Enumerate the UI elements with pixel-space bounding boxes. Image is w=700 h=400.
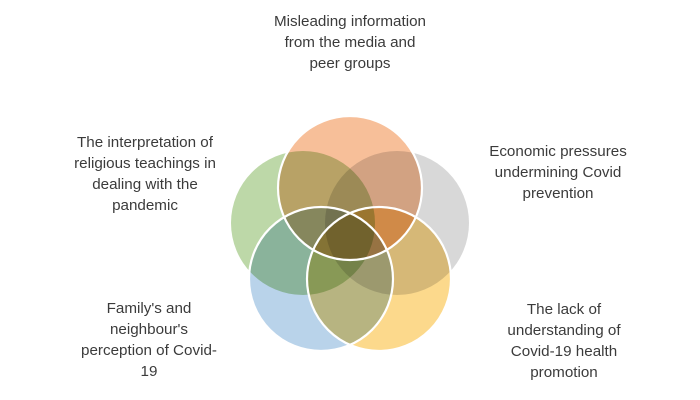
venn-label-economic-pressures: Economic pressures undermining Covid pre… [489, 143, 627, 202]
venn-circle-religious-teachings[interactable] [231, 151, 375, 295]
venn-label-lack-of-understanding: The lack of understanding of Covid-19 he… [507, 301, 621, 381]
venn-label-misleading-information: Misleading information from the media an… [274, 13, 426, 72]
venn-label-family-neighbour-perception: Family's and neighbour's perception of C… [81, 300, 217, 380]
venn-outline-misleading-information [276, 114, 424, 262]
venn-outline-lack-of-understanding [305, 205, 453, 353]
venn-outline-family-neighbour-perception [247, 205, 395, 353]
venn-label-religious-teachings: The interpretation of religious teaching… [74, 134, 216, 214]
